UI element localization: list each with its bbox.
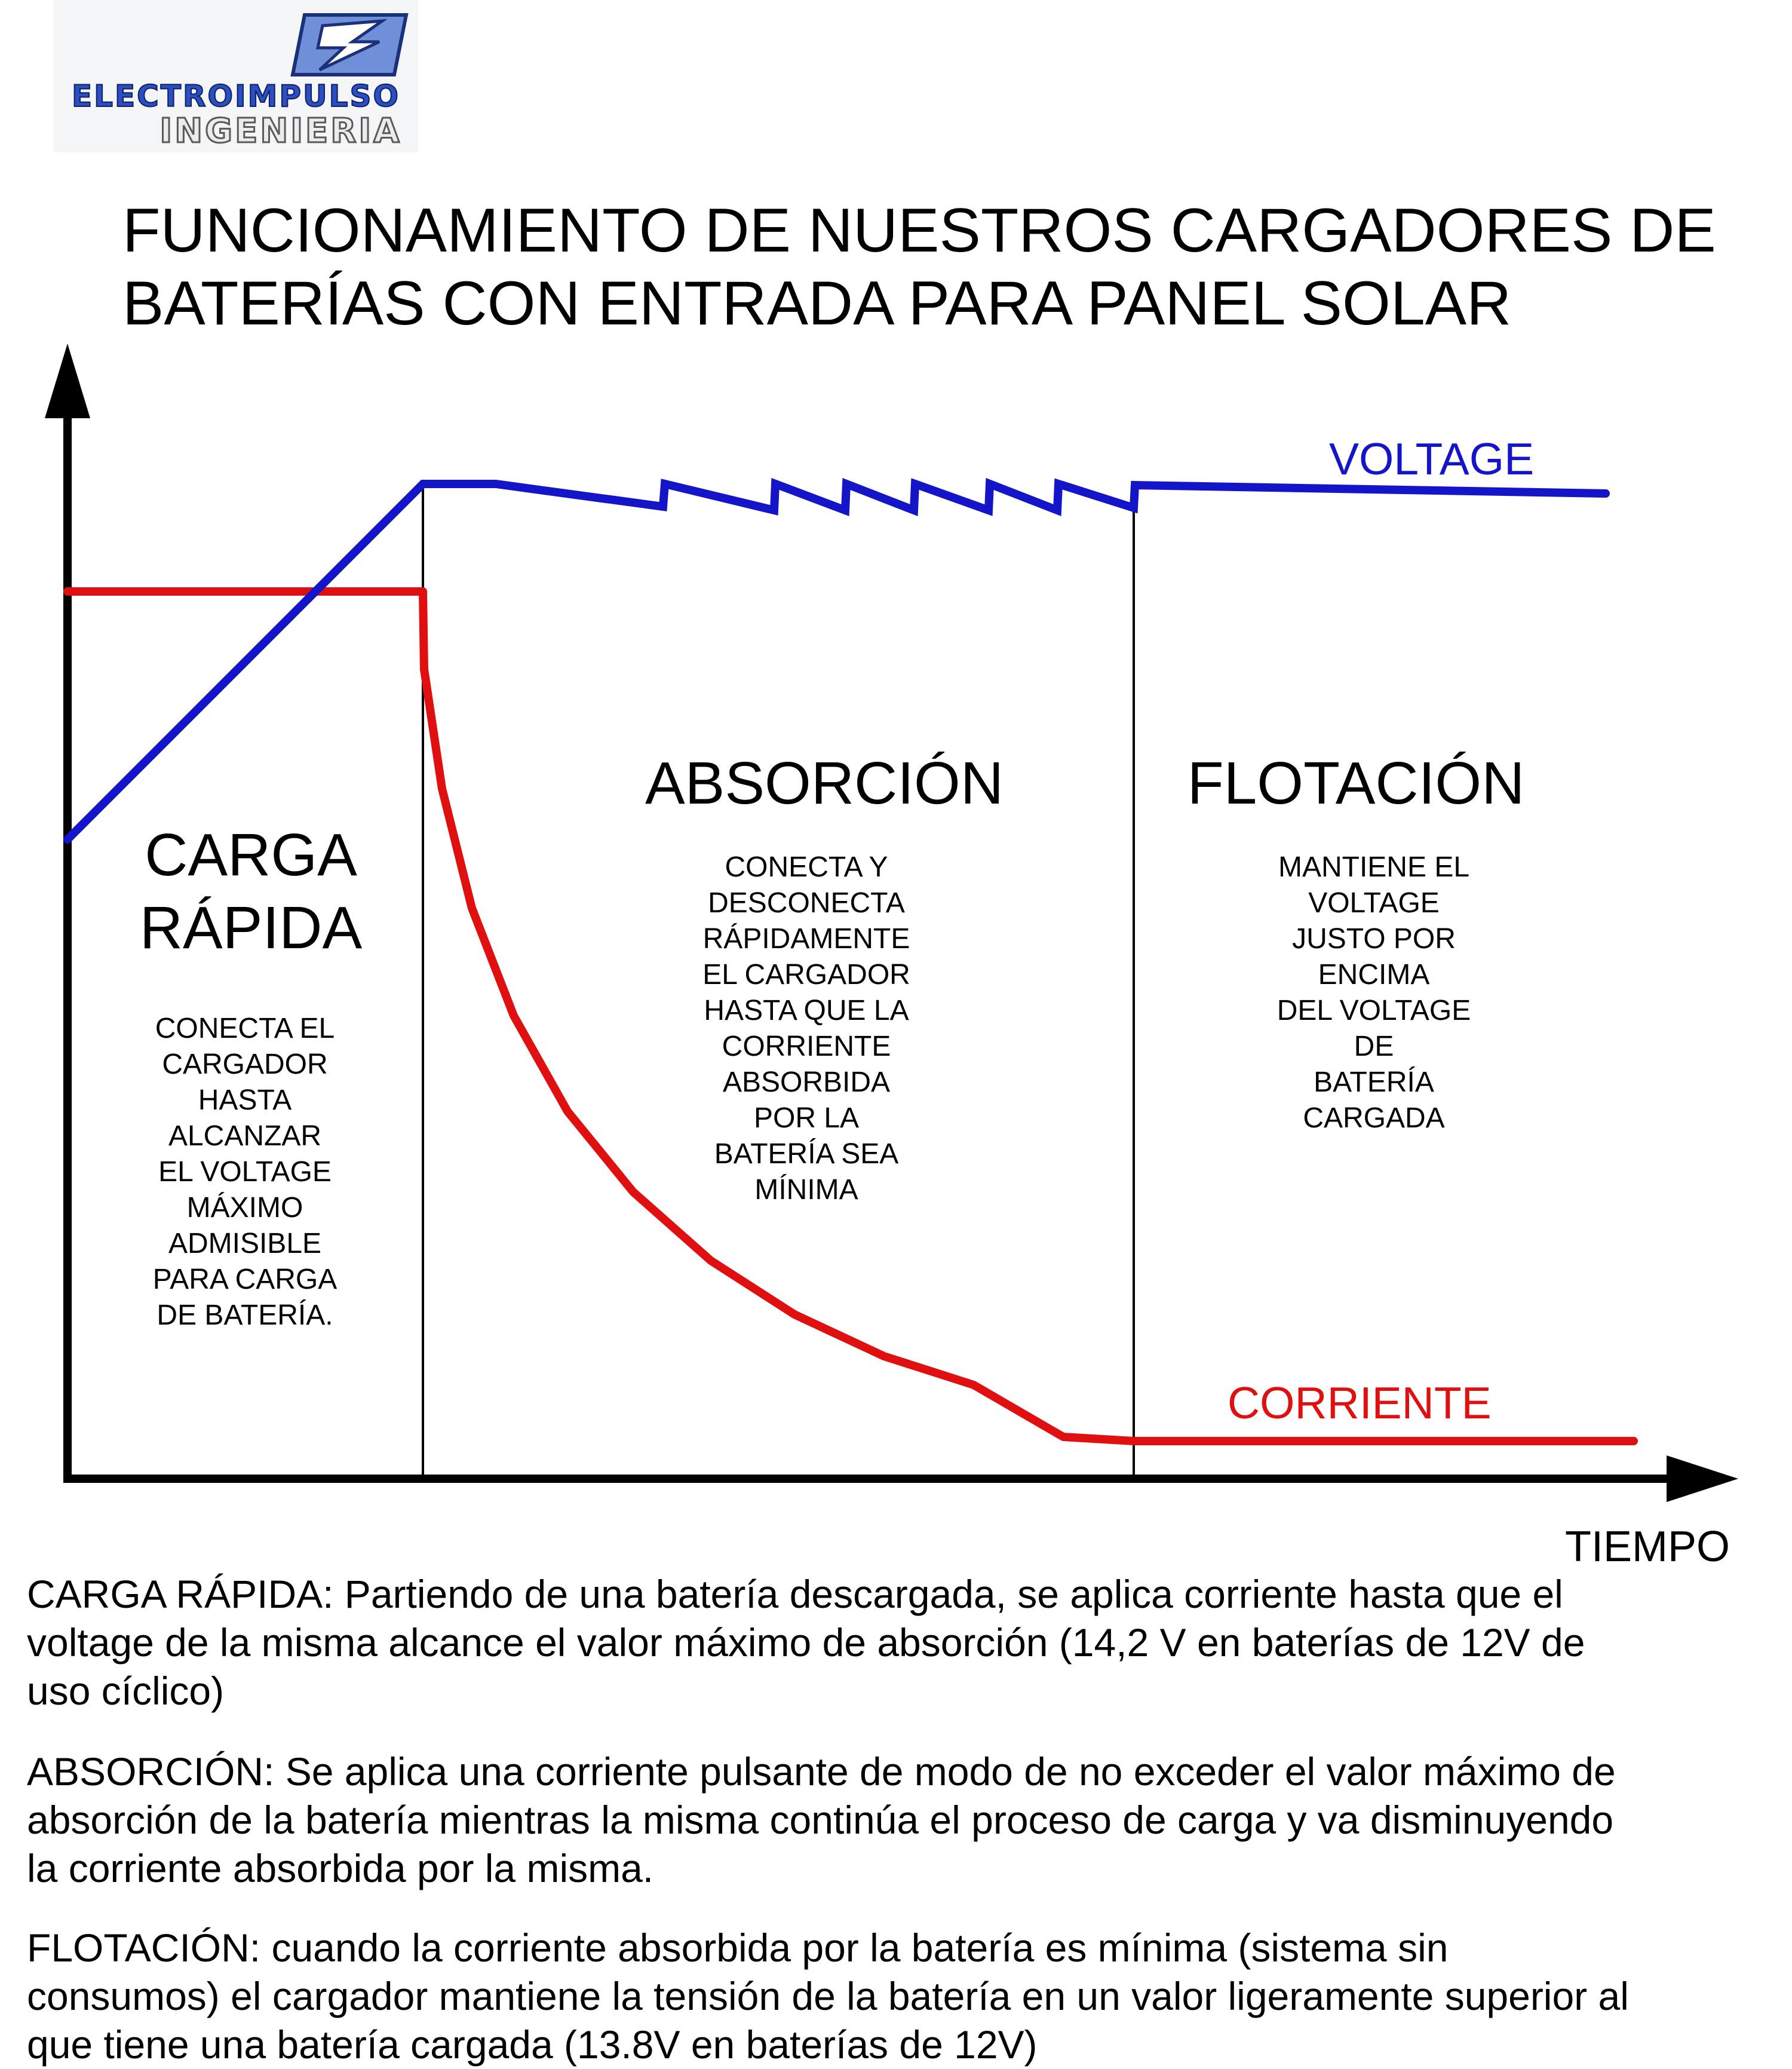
voltage-curve (63, 477, 1610, 844)
phase-title-absorcion: ABSORCIÓN (633, 747, 1015, 820)
description-line: CONECTA Y (725, 851, 888, 883)
description-line: BATERÍA SEA (714, 1138, 899, 1170)
description-line: HASTA (198, 1084, 292, 1116)
logo-text-electroimpulso: ELECTROIMPULSO (71, 78, 400, 114)
phase-title-carga-rapida: CARGA RÁPIDA (119, 819, 382, 964)
description-line: ALCANZAR (168, 1120, 322, 1152)
paragraph-line: uso cíclico) (27, 1669, 225, 1713)
description-line: CORRIENTE (722, 1031, 891, 1062)
description-line: DE (1354, 1031, 1394, 1062)
description-line: VOLTAGE (1308, 887, 1440, 919)
charging-stages-diagram (45, 344, 1738, 1502)
phase-description-carga-rapida: CONECTA EL CARGADOR HASTA ALCANZAR EL VO… (113, 1011, 376, 1334)
description-line: PARA CARGA (152, 1264, 337, 1295)
y-axis-arrow-icon (45, 344, 90, 418)
paragraph-line: FLOTACIÓN: cuando la corriente absorbida… (27, 1926, 1449, 1970)
phase-title-line: FLOTACIÓN (1187, 750, 1525, 817)
description-line: MANTIENE EL (1278, 851, 1470, 883)
description-line: MÍNIMA (754, 1174, 858, 1206)
phase-title-line: CARGA (145, 822, 357, 888)
voltage-label: VOLTAGE (1329, 434, 1535, 484)
lightning-bolt-icon (290, 13, 409, 76)
description-line: CARGADA (1303, 1102, 1445, 1134)
description-line: DESCONECTA (708, 887, 905, 919)
description-line: DE BATERÍA. (157, 1299, 333, 1331)
company-logo: ELECTROIMPULSO INGENIERIA (54, 0, 418, 152)
paragraph-line: voltage de la misma alcance el valor máx… (27, 1620, 1585, 1665)
page-title: FUNCIONAMIENTO DE NUESTROS CARGADORES DE… (122, 194, 1716, 340)
description-line: MÁXIMO (186, 1192, 303, 1224)
description-line: EL CARGADOR (702, 959, 910, 991)
description-line: JUSTO POR (1292, 923, 1456, 955)
description-line: DEL VOLTAGE (1277, 995, 1471, 1026)
description-line: ENCIMA (1318, 959, 1430, 991)
x-axis-label: TIEMPO (1565, 1523, 1730, 1571)
description-line: BATERÍA (1314, 1066, 1434, 1098)
current-label: CORRIENTE (1228, 1378, 1492, 1428)
phase-title-line: ABSORCIÓN (645, 750, 1004, 817)
phase-title-line: RÁPIDA (139, 894, 363, 961)
paragraph-line: consumos) el cargador mantiene la tensió… (27, 1974, 1629, 2018)
logo-text-ingenieria: INGENIERIA (159, 111, 402, 152)
description-line: EL VOLTAGE (158, 1156, 332, 1188)
x-axis-arrow-icon (1667, 1455, 1738, 1502)
paragraph-line: ABSORCIÓN: Se aplica una corriente pulsa… (27, 1749, 1616, 1794)
paragraph-line: la corriente absorbida por la misma. (27, 1846, 654, 1890)
description-line: RÁPIDAMENTE (702, 923, 910, 955)
phase-title-flotacion: FLOTACIÓN (1165, 747, 1547, 820)
title-line-2: BATERÍAS CON ENTRADA PARA PANEL SOLAR (122, 269, 1512, 338)
phase-description-absorcion: CONECTA Y DESCONECTA RÁPIDAMENTE EL CARG… (663, 850, 950, 1208)
description-line: HASTA QUE LA (704, 995, 909, 1026)
title-line-1: FUNCIONAMIENTO DE NUESTROS CARGADORES DE (122, 196, 1716, 265)
paragraph-carga-rapida: CARGA RÁPIDA: Partiendo de una batería d… (27, 1570, 1759, 1715)
paragraph-line: que tiene una batería cargada (13.8V en … (27, 2022, 1038, 2067)
description-line: CONECTA EL (155, 1013, 335, 1044)
description-line: CARGADOR (162, 1049, 328, 1080)
current-curve (63, 587, 1638, 1445)
description-line: ABSORBIDA (722, 1066, 891, 1098)
phase-description-flotacion: MANTIENE EL VOLTAGE JUSTO POR ENCIMA DEL… (1231, 850, 1517, 1136)
paragraph-flotacion: FLOTACIÓN: cuando la corriente absorbida… (27, 1924, 1759, 2069)
paragraph-line: CARGA RÁPIDA: Partiendo de una batería d… (27, 1572, 1563, 1616)
description-line: ADMISIBLE (168, 1228, 322, 1259)
description-line: POR LA (753, 1102, 860, 1134)
paragraph-line: absorción de la batería mientras la mism… (27, 1798, 1614, 1842)
paragraph-absorcion: ABSORCIÓN: Se aplica una corriente pulsa… (27, 1748, 1759, 1893)
